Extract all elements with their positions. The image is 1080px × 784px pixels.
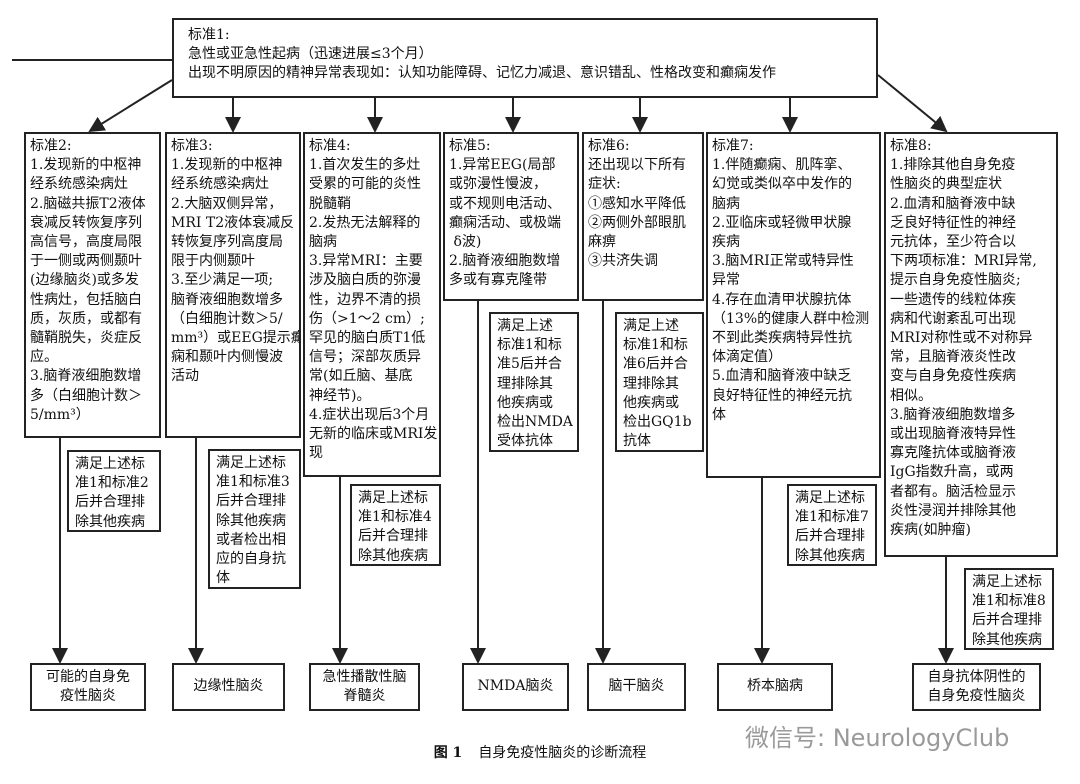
diagnosis-antibody-negative-ae: 自身抗体阴性的 自身免疫性脑炎: [912, 663, 1041, 711]
criterion-8-box: 标准8: 1.排除其他自身免疫 性脑炎的典型症状 2.血清和脑脊液中缺 乏良好特…: [884, 132, 1058, 557]
figure-caption: 图 1 自身免疫性脑炎的诊断流程: [0, 742, 1080, 762]
arrow-to-c2: [88, 79, 173, 133]
figure-title: 自身免疫性脑炎的诊断流程: [478, 745, 647, 761]
condition-3-box: 满足上述标 准1和标准3 后并合理排 除其他疾病 或者检出相 应的自身抗 体: [208, 449, 301, 589]
criterion-1-box: 标准1: 急性或亚急性起病（迅速进展≤3个月） 出现不明原因的精神异常表现如：认…: [172, 18, 878, 98]
criterion-6-box: 标准6: 还出现以下所有 症状: ①感知水平降低 ②两侧外部眼肌 麻痹 ③共济失…: [582, 132, 704, 301]
diagnosis-adem: 急性播散性脑 脊髓炎: [309, 663, 420, 711]
condition-8-box: 满足上述标 准1和标准8 后并合理排 除其他疾病: [964, 568, 1054, 650]
diagnosis-nmda-encephalitis: NMDA脑炎: [462, 663, 569, 711]
criterion-7-box: 标准7: 1.伴随癫痫、肌阵挛、 幻觉或类似卒中发作的 脑病 2.亚临床或轻微甲…: [706, 132, 881, 478]
watermark: 微信号: NeurologyClub: [745, 724, 1010, 752]
arrow-to-c8: [877, 74, 948, 133]
condition-6-box: 满足上述 标准1和标 准6后并合 理排除其 他疾病或 检出GQ1b 抗体: [615, 312, 704, 452]
condition-4-box: 满足上述标 准1和标准4 后并合理排 除其他疾病: [350, 484, 441, 566]
criterion-4-box: 标准4: 1.首次发生的多灶 受累的可能的炎性 脱髓鞘 2.发热无法解释的 脑病…: [303, 132, 441, 477]
diagnosis-limbic-encephalitis: 边缘性脑炎: [172, 663, 285, 711]
criterion-3-box: 标准3: 1.发现新的中枢神 经系统感染病灶 2.大脑双侧异常， MRI T2液…: [165, 132, 301, 438]
condition-7-box: 满足上述标 准1和标准7 后并合理排 除其他疾病: [787, 484, 877, 566]
figure-label: 图 1: [433, 745, 463, 761]
condition-5-box: 满足上述 标准1和标 准5后并合 理排除其 他疾病或 检出NMDA 受体抗体: [489, 312, 579, 452]
condition-2-box: 满足上述标 准1和标准2 后并合理排 除其他疾病: [67, 450, 161, 532]
criterion-5-box: 标准5: 1.异常EEG(局部 或弥漫性慢波， 或不规则电活动、 癫痫活动、或极…: [443, 132, 579, 301]
criterion-2-box: 标准2: 1.发现新的中枢神 经系统感染病灶 2.脑磁共振T2液体 衰减反转恢复…: [24, 132, 161, 438]
diagnosis-brainstem-encephalitis: 脑干脑炎: [587, 663, 686, 711]
diagnosis-possible-ae: 可能的自身免 疫性脑炎: [30, 663, 146, 711]
diagnosis-hashimoto-encephalopathy: 桥本脑病: [717, 663, 833, 711]
